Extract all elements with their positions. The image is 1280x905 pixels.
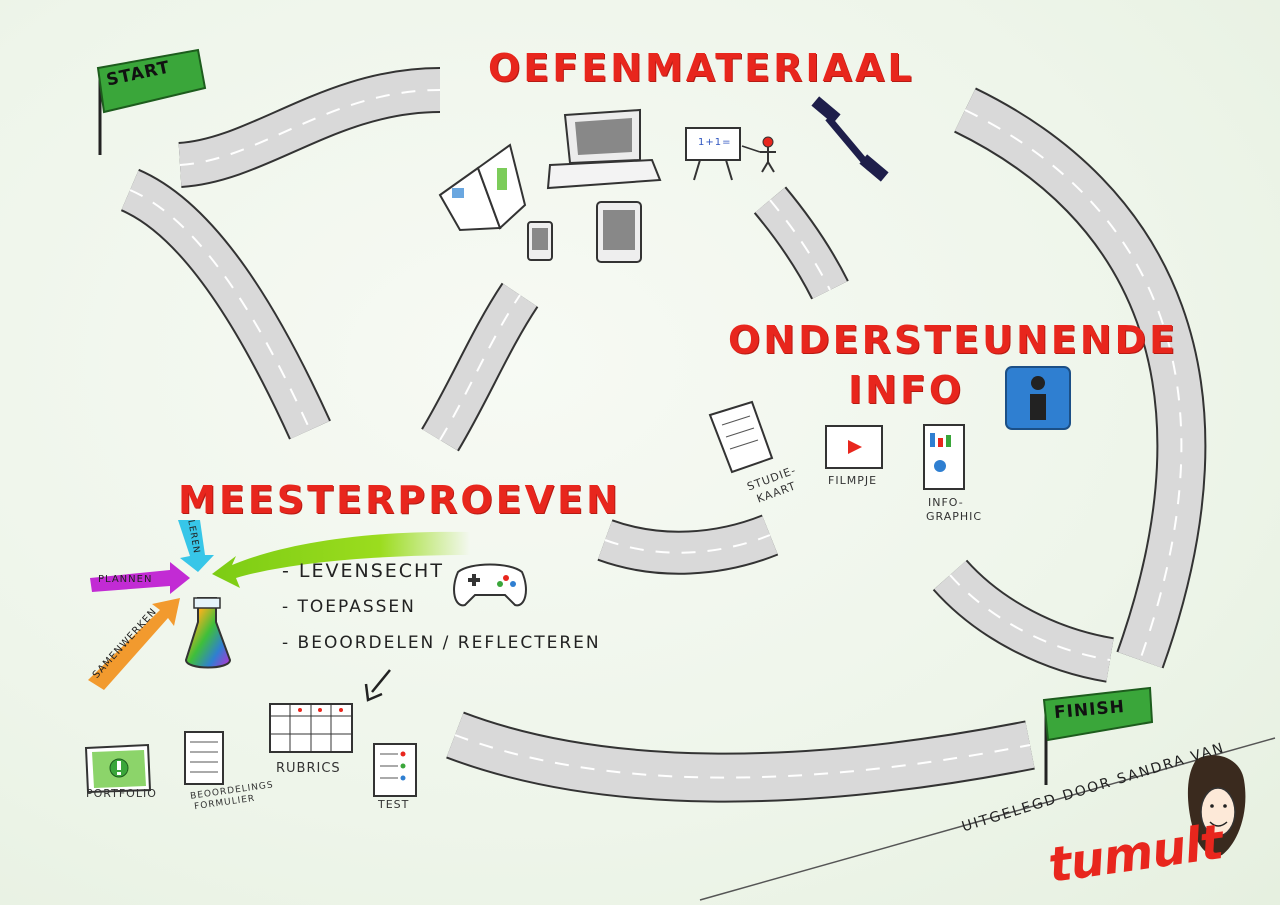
whiteboard-icon [685,127,761,181]
open-book-icon [438,143,527,232]
down-arrow [364,669,391,702]
flask-icon [184,597,232,669]
plannen-label: PLANNEN [98,574,153,585]
start-flag [96,48,207,155]
finish-flag [1042,686,1154,785]
teacher-figure-icon [760,136,776,173]
road-left-descending [120,168,331,440]
road-middle [421,282,539,452]
plannen-arrow [90,562,190,594]
author-portrait [1187,755,1246,856]
title-ondersteunende-line1: ONDERSTEUNENDE [728,318,1179,362]
info-item-filmpje: FILMPJE [828,474,878,487]
meesterproeven-item-levensecht: - LEVENSECHT [282,560,444,582]
info-item-infographic-line2: GRAPHIC [926,510,983,523]
tablet-icon [596,201,642,263]
video-icon [825,425,883,469]
road-to-finish [932,559,1115,683]
portfolio-icon [84,743,152,794]
whiteboard-text: 1+1= [698,137,732,148]
study-card-icon [708,400,774,474]
info-item-infographic-line1: INFO- [928,496,964,509]
samenwerken-arrow [88,598,180,690]
infographic-icon [923,424,965,490]
road-center-curve [597,514,779,575]
road-bottom [446,711,1035,803]
gamepad-icon [453,563,527,607]
assessment-test: TEST [378,798,410,811]
road-segments [120,67,1207,803]
leren-arrow [178,520,214,572]
assessment-form-icon [184,731,224,785]
meesterproeven-item-toepassen: - TOEPASSEN [282,597,416,617]
laptop-icon [546,108,662,190]
road-right-loop [954,87,1207,669]
road-top-left [177,67,441,188]
test-icon [373,743,417,797]
info-icon [1005,366,1071,430]
title-ondersteunende-line2: INFO [848,368,965,412]
meesterproeven-item-beoordelen: - BEOORDELEN / REFLECTEREN [282,633,601,653]
barbell-icon [811,96,889,182]
smartphone-icon [527,221,553,261]
title-oefenmateriaal: OEFENMATERIAAL [488,46,915,90]
rubrics-grid-icon [269,703,353,753]
title-meesterproeven: MEESTERPROEVEN [178,478,621,522]
assessment-rubrics: RUBRICS [276,761,341,776]
road-center-small [753,186,849,300]
credit-divider [699,737,1276,901]
levensecht-arrow [212,531,470,588]
assessment-portfolio: PORTFOLIO [86,787,157,800]
